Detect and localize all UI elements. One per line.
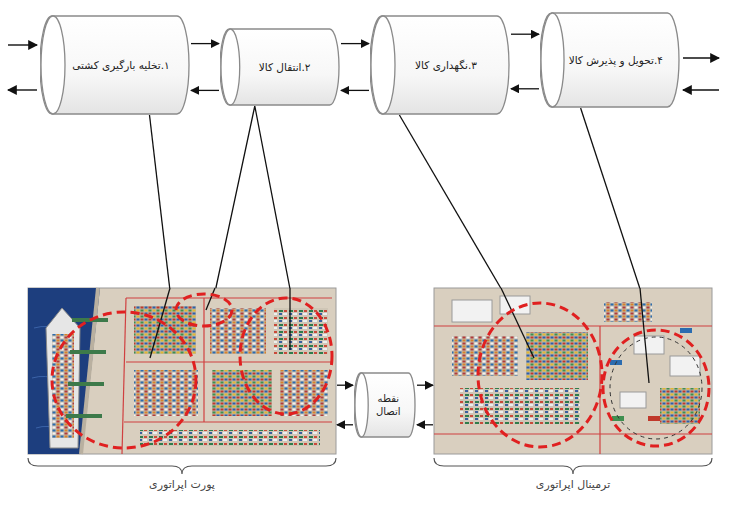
flow-arrow: [417, 385, 433, 386]
step-label: ۱.تخلیه بارگیری کشتی: [72, 58, 169, 72]
text-area: ۱.تخلیه بارگیری کشتی: [68, 19, 174, 111]
brace: [28, 458, 336, 474]
connector: [216, 106, 290, 288]
port-ground: [28, 288, 336, 454]
connector: [511, 34, 539, 89]
container-yard: [134, 306, 328, 446]
terminal-ground: [434, 288, 712, 454]
step-label: ۲.انتقال کالا: [259, 60, 311, 74]
cylinder-face: [355, 373, 368, 437]
cylinder-body: [40, 16, 189, 114]
connector: [417, 385, 433, 425]
connector: [337, 385, 353, 425]
outflow-arrow: [8, 89, 37, 90]
group-braces: [28, 458, 712, 474]
flow-arrow: [191, 43, 219, 44]
brace: [434, 458, 712, 474]
area-caption: ترمینال اپراتوری: [536, 478, 610, 493]
operator-area: پورت اپراتوری: [28, 288, 336, 508]
quay: [81, 288, 98, 454]
cylinder-node: ۴.تحویل و پذیرش کالا: [540, 12, 680, 108]
flow-arrow: [337, 424, 353, 425]
area-caption: پورت اپراتوری: [149, 478, 215, 493]
text-area: نقطه اتصال: [371, 376, 405, 434]
inflow-arrow: [8, 44, 37, 45]
highlight-circles: [52, 294, 332, 448]
text-area: ۳.نگهداری کالا: [398, 19, 494, 111]
flow-arrow: [511, 34, 539, 35]
connector: [581, 108, 640, 288]
flow-arrow: [216, 106, 290, 288]
flow-arrow: [337, 385, 353, 386]
cylinder-shape: [354, 372, 416, 438]
ship: [46, 308, 80, 448]
flow-arrow: [511, 88, 539, 89]
outflow-arrow: [683, 57, 719, 58]
connector: [341, 44, 369, 91]
flow-arrow: [581, 108, 640, 288]
cylinder-face: [541, 13, 564, 107]
cylinder-node: ۱.تخلیه بارگیری کشتی: [40, 15, 190, 115]
cylinder-face: [371, 16, 395, 114]
leader-lines: [501, 288, 649, 383]
cylinder-face: [41, 16, 65, 114]
flow-arrow: [399, 115, 500, 288]
text-area: ترمینال اپراتوری: [434, 478, 712, 508]
leader-lines: [150, 288, 290, 358]
flow-arrow: [341, 43, 369, 44]
container-stacks: [452, 302, 700, 424]
text-area: پورت اپراتوری: [28, 478, 336, 508]
cylinder-node: نقطه اتصال: [354, 372, 416, 438]
text-area: ۲.انتقال کالا: [243, 32, 327, 102]
step-label: ۴.تحویل و پذیرش کالا: [569, 53, 663, 67]
roads: [434, 326, 712, 454]
terminal-illustration: [434, 288, 712, 454]
flow-arrow: [341, 90, 369, 91]
connector: [150, 115, 170, 288]
cylinder-body: [540, 13, 679, 107]
step-label: نقطه اتصال: [371, 392, 405, 419]
port-illustration: [28, 288, 336, 454]
cylinder-node: ۲.انتقال کالا: [220, 28, 340, 106]
cylinder-body: [370, 16, 509, 114]
operator-area: ترمینال اپراتوری: [434, 288, 712, 508]
sea: [28, 288, 100, 454]
cylinder-node: ۳.نگهداری کالا: [370, 15, 510, 115]
roads: [122, 298, 332, 454]
highlight-circles: [478, 303, 709, 447]
cylinder-face: [221, 29, 240, 105]
text-area: ۴.تحویل و پذیرش کالا: [567, 16, 664, 104]
flow-arrow: [191, 90, 219, 91]
connector: [191, 44, 219, 91]
flow-arrow: [150, 115, 170, 288]
cylinder-body: [220, 29, 339, 105]
cylinder-body: [354, 373, 415, 437]
connector: [399, 115, 500, 288]
inflow-arrow: [683, 89, 719, 90]
step-label: ۳.نگهداری کالا: [415, 58, 477, 72]
flow-arrow: [417, 424, 433, 425]
